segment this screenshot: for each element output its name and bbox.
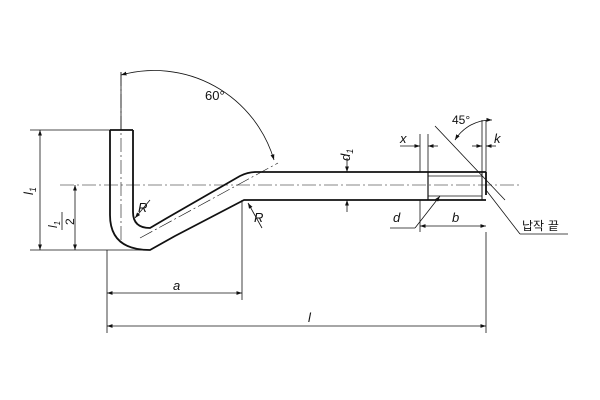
angle-60-arc — [120, 70, 275, 161]
flat-end-leader — [485, 189, 521, 235]
d-label: d — [393, 210, 401, 225]
d1-label: d1 — [338, 149, 355, 161]
bolt-outer-profile — [109, 130, 486, 251]
radius-2-leader — [247, 202, 263, 229]
radius-1-label: R — [138, 200, 147, 215]
l-label: l — [308, 310, 312, 325]
center-lines — [60, 72, 520, 240]
k-label: k — [494, 131, 502, 146]
half-l1-label: l1 2 — [46, 212, 77, 230]
labels: 60° 45° l1 l1 2 R R a l d1 x k d b 납작 끝 — [21, 88, 559, 325]
angle-45-label: 45° — [452, 113, 470, 127]
bolt-inner-profile — [132, 130, 486, 229]
dimension-lines — [30, 70, 568, 333]
d-leader-arrow — [414, 195, 441, 229]
angle-45-arc — [454, 117, 493, 141]
x-label: x — [399, 131, 407, 146]
chamfer-45-ref-line — [434, 125, 506, 201]
thread-region — [427, 172, 483, 200]
flat-end-label: 납작 끝 — [522, 219, 559, 233]
radius-2-label: R — [254, 210, 263, 225]
a-label: a — [173, 278, 180, 293]
bolt-body — [109, 129, 487, 251]
angle-60-label: 60° — [205, 88, 225, 103]
b-label: b — [452, 210, 459, 225]
half-l1-numerator: l1 — [46, 221, 62, 228]
l1-label: l1 — [21, 187, 38, 195]
incline-center-line — [139, 162, 279, 239]
radius-1-leader — [134, 199, 151, 219]
half-l1-denominator: 2 — [63, 218, 77, 225]
